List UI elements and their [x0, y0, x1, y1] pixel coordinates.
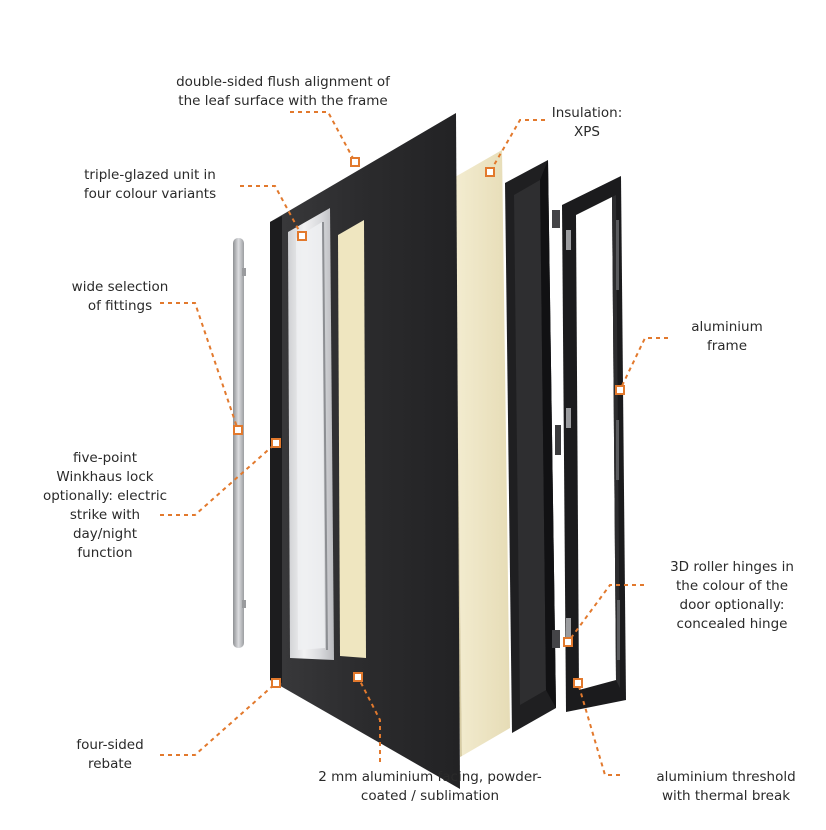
door-frame-layer	[505, 160, 561, 733]
label-rebate: four-sided rebate	[76, 737, 144, 772]
label-fittings: wide selection of fittings	[71, 279, 169, 314]
label-facing: 2 mm aluminium facing, powder- coated / …	[318, 769, 542, 804]
pull-handle	[233, 238, 246, 648]
callout-markers	[233, 157, 625, 688]
aluminium-frame-layer	[562, 176, 626, 712]
label-threshold: aluminium threshold with thermal break	[656, 769, 796, 804]
callout-leaders	[160, 111, 668, 776]
door-leaf-layer	[270, 113, 460, 789]
label-flush-alignment: double-sided flush alignment of the leaf…	[176, 74, 390, 109]
label-hinges: 3D roller hinges in the colour of the do…	[670, 559, 794, 632]
label-aluminium-frame: aluminium frame	[691, 319, 763, 354]
insulation-layer	[453, 150, 510, 757]
label-insulation: Insulation: XPS	[551, 105, 623, 140]
label-lock: five-point Winkhaus lock optionally: ele…	[42, 450, 168, 561]
label-triple-glazed: triple-glazed unit in four colour varian…	[83, 167, 217, 202]
